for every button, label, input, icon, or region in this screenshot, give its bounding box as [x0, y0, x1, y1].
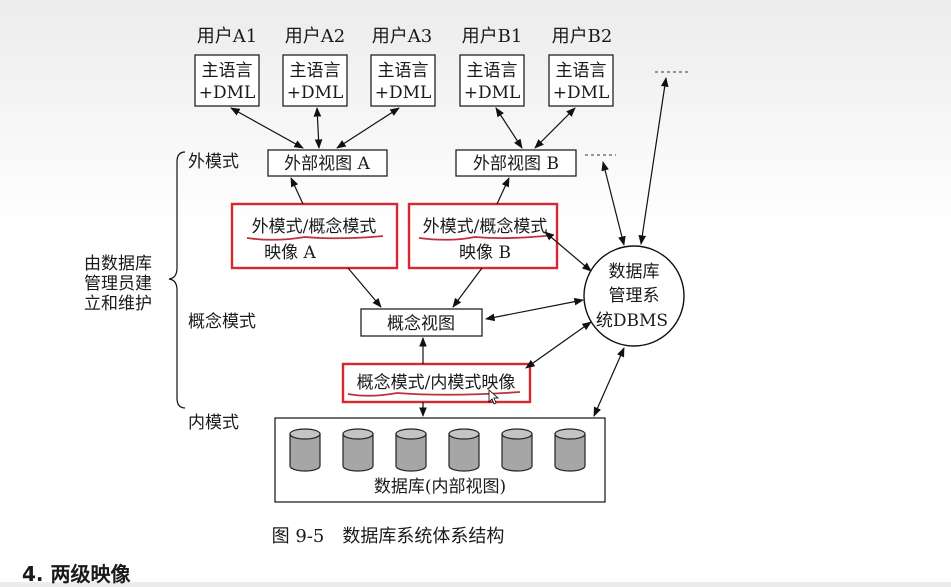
svg-text:主语言: 主语言 [290, 61, 341, 81]
svg-text:概念视图: 概念视图 [387, 313, 455, 334]
svg-text:主语言: 主语言 [202, 61, 253, 81]
dba-brace [168, 151, 186, 409]
database-cylinder-icon [554, 428, 586, 472]
svg-text:外模式/概念模式: 外模式/概念模式 [252, 216, 377, 237]
internal-database-box: 数据库(内部视图) [274, 417, 606, 503]
svg-text:管理系: 管理系 [609, 286, 660, 306]
svg-text:+DML: +DML [375, 83, 432, 103]
svg-text:数据库: 数据库 [609, 262, 660, 282]
dba-note-line-3: 立和维护 [84, 294, 152, 314]
database-cylinder-icon [395, 428, 427, 472]
svg-text:外模式/概念模式: 外模式/概念模式 [423, 216, 548, 237]
svg-text:数据库(内部视图): 数据库(内部视图) [374, 477, 506, 497]
svg-text:概念模式/内模式映像: 概念模式/内模式映像 [357, 372, 516, 393]
user-label-a3: 用户A3 [372, 26, 432, 47]
connector-arrows [230, 77, 669, 417]
svg-text:主语言: 主语言 [467, 61, 518, 81]
section-heading: 4. 两级映像 [22, 562, 131, 586]
svg-text:+DML: +DML [199, 83, 256, 103]
svg-text:外部视图 B: 外部视图 B [473, 154, 559, 174]
svg-text:主语言: 主语言 [378, 61, 429, 81]
svg-text:映像 A: 映像 A [264, 243, 316, 263]
level-label-internal: 内模式 [188, 413, 239, 433]
user-label-b2: 用户B2 [552, 26, 613, 47]
database-cylinder-icon [342, 428, 374, 472]
user-program-box-a1: 主语言 +DML [194, 54, 260, 107]
svg-text:主语言: 主语言 [556, 61, 607, 81]
dba-note-line-2: 管理员建 [84, 274, 152, 294]
database-cylinder-icon [448, 428, 480, 472]
user-program-box-b1: 主语言 +DML [459, 54, 525, 107]
database-cylinders [289, 428, 586, 472]
mouse-cursor-icon [488, 389, 500, 405]
mapping-a: 外模式/概念模式 映像 A [230, 202, 399, 270]
level-label-external: 外模式 [188, 152, 239, 172]
dbms-circle: 数据库 管理系 统DBMS [583, 245, 685, 347]
database-cylinder-icon [501, 428, 533, 472]
level-label-conceptual: 概念模式 [188, 311, 256, 332]
conceptual-view: 概念视图 [360, 308, 483, 337]
user-program-box-a3: 主语言 +DML [370, 54, 436, 107]
svg-text:映像 B: 映像 B [459, 243, 511, 263]
dba-note-line-1: 由数据库 [84, 254, 152, 274]
figure-caption: 图 9-5 数据库系统体系结构 [272, 526, 505, 547]
svg-text:+DML: +DML [464, 83, 521, 103]
svg-text:+DML: +DML [553, 83, 610, 103]
user-program-box-b2: 主语言 +DML [548, 54, 614, 107]
user-program-box-a2: 主语言 +DML [282, 54, 348, 107]
svg-text:统DBMS: 统DBMS [596, 311, 668, 331]
user-label-a2: 用户A2 [285, 26, 345, 47]
user-label-b1: 用户B1 [462, 26, 523, 47]
database-cylinder-icon [289, 428, 321, 472]
svg-text:+DML: +DML [287, 83, 344, 103]
external-view-a: 外部视图 A [267, 149, 388, 177]
svg-text:外部视图 A: 外部视图 A [284, 154, 370, 174]
mapping-b: 外模式/概念模式 映像 B [407, 202, 559, 270]
external-view-b: 外部视图 B [455, 149, 577, 177]
mapping-internal: 概念模式/内模式映像 [341, 362, 532, 404]
user-label-a1: 用户A1 [197, 26, 257, 47]
